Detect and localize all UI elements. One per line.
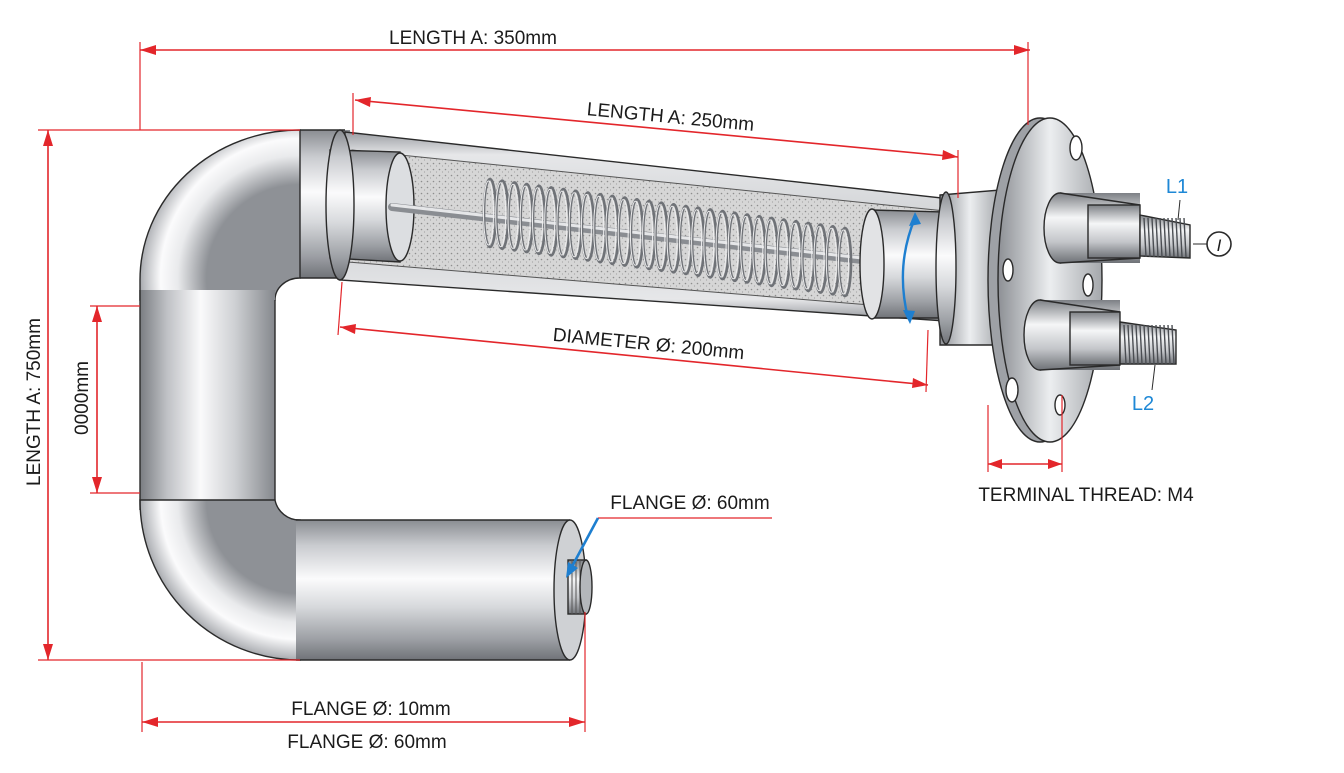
coil-highlight	[715, 212, 727, 278]
thread-ridge	[1143, 324, 1147, 365]
thread-ridge	[1155, 324, 1159, 365]
coil-highlight	[642, 202, 654, 268]
coil-highlight	[825, 227, 837, 293]
terminal-thread-label: TERMINAL THREAD: M4	[978, 485, 1194, 506]
bolt-hole	[1002, 258, 1014, 282]
coil-highlight	[507, 183, 519, 249]
thread-ridge	[1171, 324, 1175, 365]
bottom-flange-label-1: FLANGE Ø: 10mm	[291, 699, 450, 720]
thread-ridge	[1147, 324, 1151, 365]
coil-highlight	[617, 199, 629, 265]
dimension-overall-length: LENGTH A: 350mm	[139, 28, 1030, 130]
dimension-terminal-thread: TERMINAL THREAD: M4	[978, 395, 1194, 506]
height-label: LENGTH A: 750mm	[24, 318, 45, 486]
thread-ridge	[1155, 217, 1159, 258]
thread-ridge	[1135, 324, 1139, 365]
coil-highlight	[789, 222, 800, 288]
coil-highlight	[544, 188, 556, 254]
coil-highlight	[838, 229, 849, 295]
dimension-flange-callout: FLANGE Ø: 60mm	[566, 493, 772, 578]
ground-symbol-icon	[1206, 231, 1232, 257]
coil-highlight	[740, 216, 752, 281]
coil-highlight	[678, 207, 690, 273]
overall-length-label: LENGTH A: 350mm	[389, 28, 557, 49]
coil-highlight	[495, 182, 507, 248]
coil-highlight	[776, 221, 788, 287]
coil-highlight	[727, 214, 739, 280]
rotation-arrow	[901, 217, 917, 319]
dimension-bottom: FLANGE Ø: 10mm FLANGE Ø: 60mm	[141, 612, 586, 753]
thread-ridge	[1123, 324, 1127, 365]
thread-ridge	[1139, 324, 1143, 365]
thread-ridge	[1159, 324, 1163, 365]
coil-highlight	[703, 210, 715, 276]
bolt-hole	[1069, 135, 1083, 161]
center-rod	[388, 203, 884, 266]
coil-highlight	[593, 195, 605, 261]
thread-ridge	[1167, 217, 1171, 258]
u-pipe	[139, 129, 593, 661]
thread-ridge	[1131, 324, 1135, 365]
coil-highlight	[532, 187, 543, 253]
pipe-end-thread	[567, 559, 593, 615]
thread-ridge	[1143, 217, 1147, 258]
thread-ridge	[1179, 217, 1183, 258]
coil-highlight	[568, 192, 580, 258]
coil-highlight	[764, 219, 776, 285]
flange-small-label: FLANGE Ø: 60mm	[610, 493, 769, 514]
mounting-flange	[935, 117, 1191, 443]
bolt-hole	[1005, 377, 1019, 403]
dimension-height: LENGTH A: 750mm	[24, 129, 300, 661]
thread-ridge	[1171, 217, 1175, 258]
coil-highlight	[483, 180, 494, 246]
heating-coil	[482, 177, 853, 298]
coil-highlight	[629, 200, 641, 266]
thread-ridge	[1159, 217, 1163, 258]
inner-height-label: 0000mm	[72, 361, 93, 435]
coil-highlight	[666, 205, 678, 271]
thread-ridge	[1175, 217, 1179, 258]
coil-highlight	[519, 185, 531, 251]
thread-ridge	[1127, 324, 1131, 365]
terminal-l1	[1043, 192, 1191, 264]
coil-highlight	[605, 197, 617, 263]
terminal-l2	[1023, 299, 1177, 371]
thread-ridge	[1163, 217, 1167, 258]
l2-label: L2	[1132, 393, 1154, 415]
coil-highlight	[801, 224, 813, 290]
thread-ridge	[1183, 217, 1187, 258]
dimension-inner-height: 0000mm	[72, 305, 140, 494]
thread-ridge	[1167, 324, 1171, 365]
pipe-vertical	[140, 290, 275, 515]
coil-highlight	[654, 204, 666, 270]
thread-ridge	[1163, 324, 1167, 365]
l1-label: L1	[1166, 176, 1188, 198]
thread-ridge	[1151, 324, 1155, 365]
pipe-bottom-bend	[139, 499, 301, 661]
coil-highlight	[691, 209, 703, 275]
coil-highlight	[813, 226, 825, 292]
diameter-label: DIAMETER Ø: 200mm	[552, 325, 745, 364]
bolt-hole	[1054, 394, 1066, 416]
coil-highlight	[752, 217, 764, 283]
pipe-bottom-straight	[296, 520, 570, 660]
ground-symbol-text: I	[1217, 236, 1222, 255]
pipe-top-bend	[139, 129, 301, 301]
cutaway-tube	[325, 129, 961, 324]
thread-ridge	[1147, 217, 1151, 258]
coil-highlight	[580, 194, 592, 259]
bolt-hole	[1082, 273, 1094, 297]
terminal-labels: L1 L2 I	[1132, 176, 1232, 415]
coil-highlight	[556, 190, 568, 256]
bottom-flange-label-2: FLANGE Ø: 60mm	[287, 732, 446, 753]
thread-ridge	[1151, 217, 1155, 258]
